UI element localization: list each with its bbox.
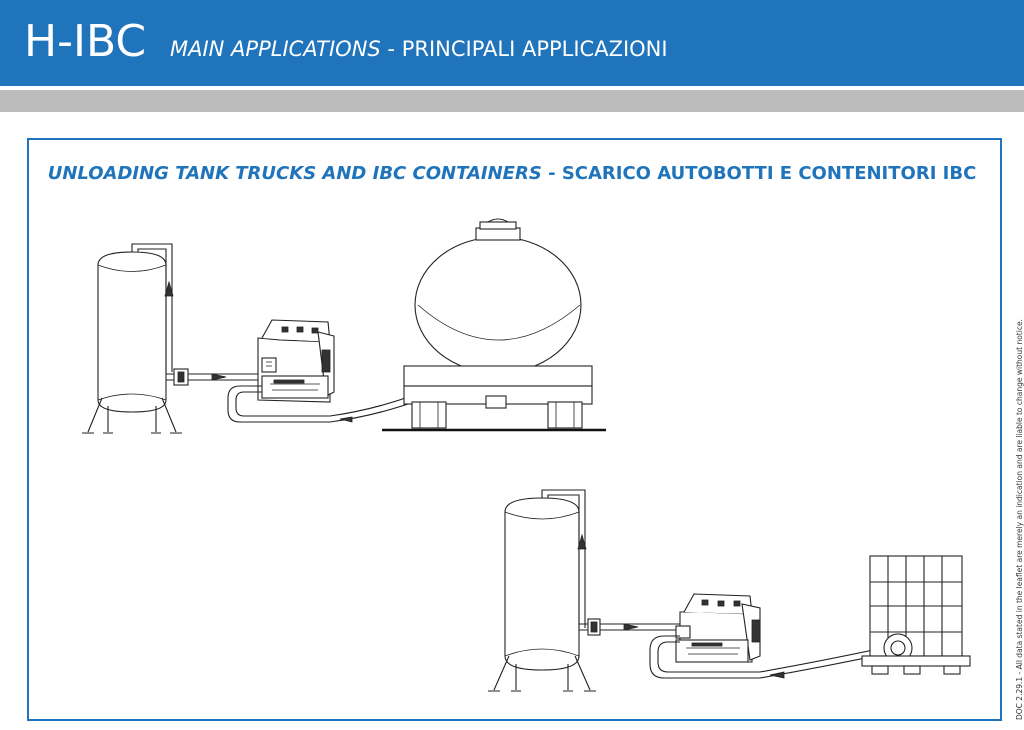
section-title-italian: SCARICO AUTOBOTTI E CONTENITORI IBC <box>561 163 977 184</box>
receiving-tank-bottom <box>488 489 692 692</box>
section-title-separator: - <box>541 163 562 184</box>
grey-band <box>0 90 1024 112</box>
header-bar <box>0 0 1024 86</box>
subtitle-italian: PRINCIPALI APPLICAZIONI <box>401 37 668 61</box>
tank-truck <box>382 218 606 432</box>
section-title-english: UNLOADING TANK TRUCKS AND IBC CONTAINERS <box>47 163 542 184</box>
subtitle-separator: - <box>380 37 402 61</box>
product-title: H-IBC <box>24 16 147 67</box>
pump-unit-bottom <box>675 593 761 663</box>
ibc-container <box>861 555 971 675</box>
section-title: UNLOADING TANK TRUCKS AND IBC CONTAINERS… <box>0 163 1024 184</box>
subtitle-english: MAIN APPLICATIONS <box>170 37 381 61</box>
suction-hose-bottom <box>649 635 913 679</box>
document-disclaimer: DOC 2.29.1 - All data stated in the leaf… <box>1015 319 1024 720</box>
header-divider <box>0 86 1024 90</box>
header-subtitle: MAIN APPLICATIONS - PRINCIPALI APPLICAZI… <box>170 36 668 62</box>
content-frame <box>27 138 1002 721</box>
pump-unit-top <box>257 319 335 403</box>
receiving-tank-top <box>82 243 270 434</box>
